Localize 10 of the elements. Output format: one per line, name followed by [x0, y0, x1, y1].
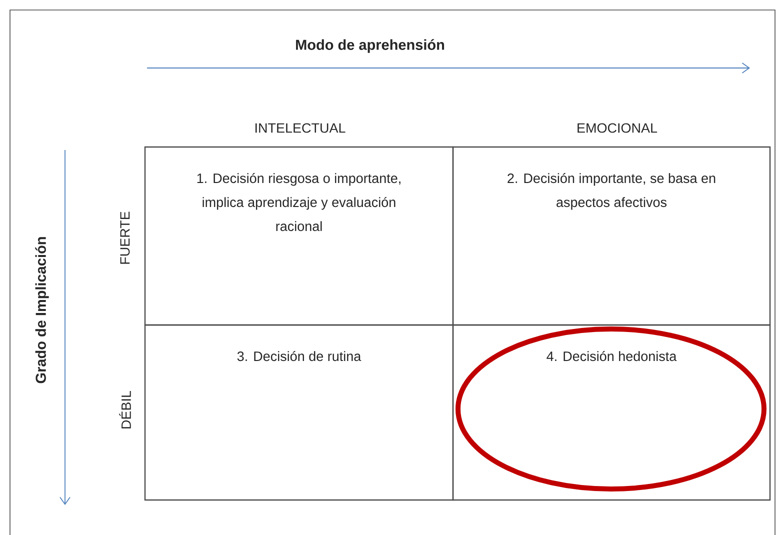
column-header: INTELECTUAL — [255, 123, 346, 133]
axis-title: Modo de aprehensión — [296, 39, 444, 53]
axis-title: Grado de Implicación — [35, 237, 49, 384]
row-header: FUERTE — [120, 212, 130, 264]
table-cell: 1. Decisión riesgosa o importante, implica aprendizaje y evaluación racional — [144, 146, 454, 326]
row-header: DÉBIL — [119, 390, 131, 428]
table-cell: 3. Decisión de rutina — [144, 324, 454, 501]
column-header: EMOCIONAL — [578, 123, 658, 133]
table-cell: 2. Decisión importante, se basa en aspectos afectivos — [452, 146, 771, 326]
table-cell: 4. Decisión hedonista — [452, 324, 771, 501]
